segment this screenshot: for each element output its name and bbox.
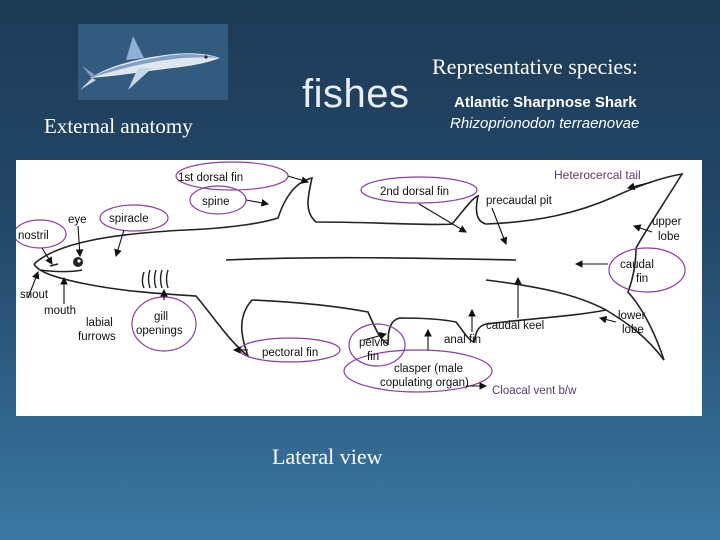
label-cloacal-vent: Cloacal vent b/w bbox=[492, 385, 577, 397]
species-common-name: Atlantic Sharpnose Shark bbox=[454, 94, 637, 111]
label-heterocercal-tail: Heterocercal tail bbox=[554, 168, 641, 182]
label-anal-fin: anal fin bbox=[444, 334, 481, 346]
species-scientific-name: Rhizoprionodon terraenovae bbox=[450, 115, 640, 132]
label-first-dorsal-fin: 1st dorsal fin bbox=[178, 172, 243, 184]
label-labial-furrows-line1: labial bbox=[86, 317, 113, 329]
shark-thumbnail-image bbox=[78, 24, 228, 100]
label-pelvic-fin-line1: pelvic bbox=[359, 337, 389, 349]
label-nostril: nostril bbox=[18, 230, 49, 242]
label-snout: snout bbox=[20, 289, 49, 301]
diagram-caption: Lateral view bbox=[272, 444, 383, 469]
shark-anatomy-diagram: 1st dorsal fin spine 2nd dorsal fin prec… bbox=[13, 160, 702, 416]
tail-lower-edge bbox=[485, 279, 607, 311]
label-gill-openings-line1: gill bbox=[154, 311, 168, 323]
label-caudal-keel: caudal keel bbox=[486, 320, 544, 332]
label-mouth: mouth bbox=[44, 305, 76, 317]
label-second-dorsal-fin: 2nd dorsal fin bbox=[380, 186, 449, 198]
label-lower-lobe-line2: lobe bbox=[622, 324, 644, 336]
label-arrows bbox=[27, 175, 653, 390]
label-caudal-fin-line1: caudal bbox=[620, 259, 654, 271]
shark-nostril bbox=[49, 263, 59, 267]
label-highlights bbox=[13, 161, 686, 393]
shark-ventral-outline bbox=[33, 247, 665, 361]
label-precaudal-pit: precaudal pit bbox=[486, 195, 553, 207]
page-title: fishes bbox=[302, 72, 410, 116]
label-clasper-line2: copulating organ) bbox=[380, 377, 469, 389]
label-clasper-line1: clasper (male bbox=[394, 363, 463, 375]
label-eye: eye bbox=[68, 214, 87, 226]
shark-thumbnail-drawing bbox=[80, 36, 220, 90]
label-pectoral-fin: pectoral fin bbox=[262, 347, 318, 359]
label-caudal-fin-line2: fin bbox=[636, 273, 648, 285]
shark-anatomy-svg: 1st dorsal fin spine 2nd dorsal fin prec… bbox=[13, 161, 686, 397]
label-pelvic-fin-line2: fin bbox=[367, 351, 379, 363]
label-lower-lobe-line1: lower bbox=[618, 310, 646, 322]
label-upper-lobe-line1: upper bbox=[652, 216, 682, 228]
shark-dorsal-outline bbox=[33, 172, 684, 265]
label-spine: spine bbox=[202, 196, 230, 208]
mouth-line bbox=[39, 269, 83, 273]
gill-slits bbox=[141, 269, 169, 289]
representative-heading: Representative species: bbox=[432, 54, 638, 79]
label-labial-furrows-line2: furrows bbox=[78, 331, 116, 343]
shark-midline bbox=[225, 256, 517, 261]
page-subtitle: External anatomy bbox=[44, 114, 193, 138]
label-gill-openings-line2: openings bbox=[136, 325, 183, 337]
shark-outline bbox=[33, 172, 684, 361]
label-spiracle: spiracle bbox=[109, 213, 149, 225]
label-upper-lobe-line2: lobe bbox=[658, 231, 680, 243]
